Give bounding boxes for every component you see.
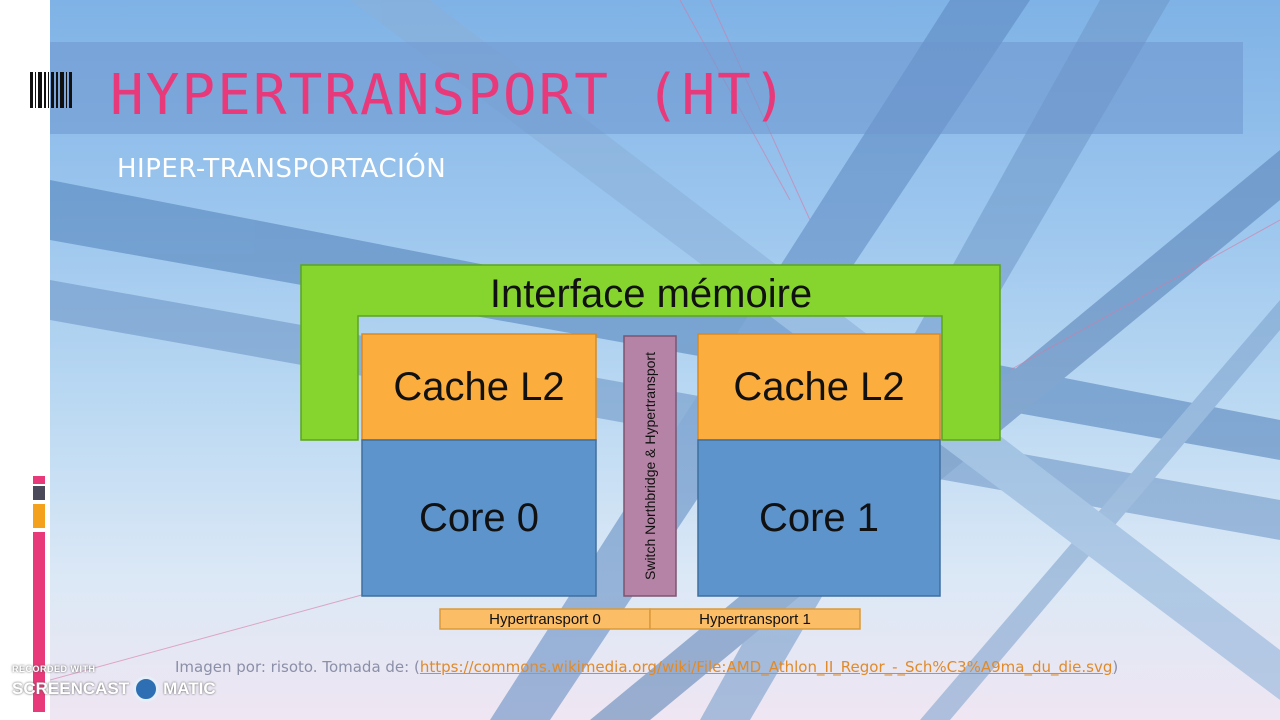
- barcode-icon: [30, 72, 72, 108]
- core-right-label: Core 1: [758, 495, 880, 540]
- slide-title: HYPERTRANSPORT (HT): [110, 63, 789, 128]
- core-left-label: Core 0: [418, 495, 540, 540]
- ht0-label: Hypertransport 0: [489, 610, 601, 628]
- slide-subtitle: HIPER-TRANSPORTACIÓN: [117, 154, 447, 184]
- credit-prefix: Imagen por: risoto. Tomada de: (: [175, 658, 420, 676]
- title-band: [50, 42, 1243, 134]
- screencast-watermark: RECORDED WITH SCREENCAST MATIC: [12, 664, 216, 702]
- switch-label-wrap: Switch Northbridge & Hypertransport: [624, 336, 676, 596]
- cache-left-label: Cache L2: [393, 364, 565, 409]
- watermark-right-text: MATIC: [163, 679, 216, 698]
- decorative-color-bars: [33, 476, 45, 712]
- memory-interface-label: Interface mémoire: [489, 271, 813, 316]
- switch-label: Switch Northbridge & Hypertransport: [642, 352, 658, 580]
- cache-right-label: Cache L2: [733, 364, 905, 409]
- credit-suffix: ): [1112, 658, 1119, 676]
- screencast-circle-icon: [133, 676, 160, 702]
- watermark-left-text: SCREENCAST: [12, 679, 130, 698]
- watermark-small-text: RECORDED WITH: [12, 664, 96, 674]
- ht1-label: Hypertransport 1: [699, 610, 811, 628]
- source-link[interactable]: https://commons.wikimedia.org/wiki/File:…: [419, 658, 1113, 676]
- image-credit: Imagen por: risoto. Tomada de: (https://…: [175, 658, 1118, 676]
- watermark-logo: SCREENCAST MATIC: [12, 676, 216, 702]
